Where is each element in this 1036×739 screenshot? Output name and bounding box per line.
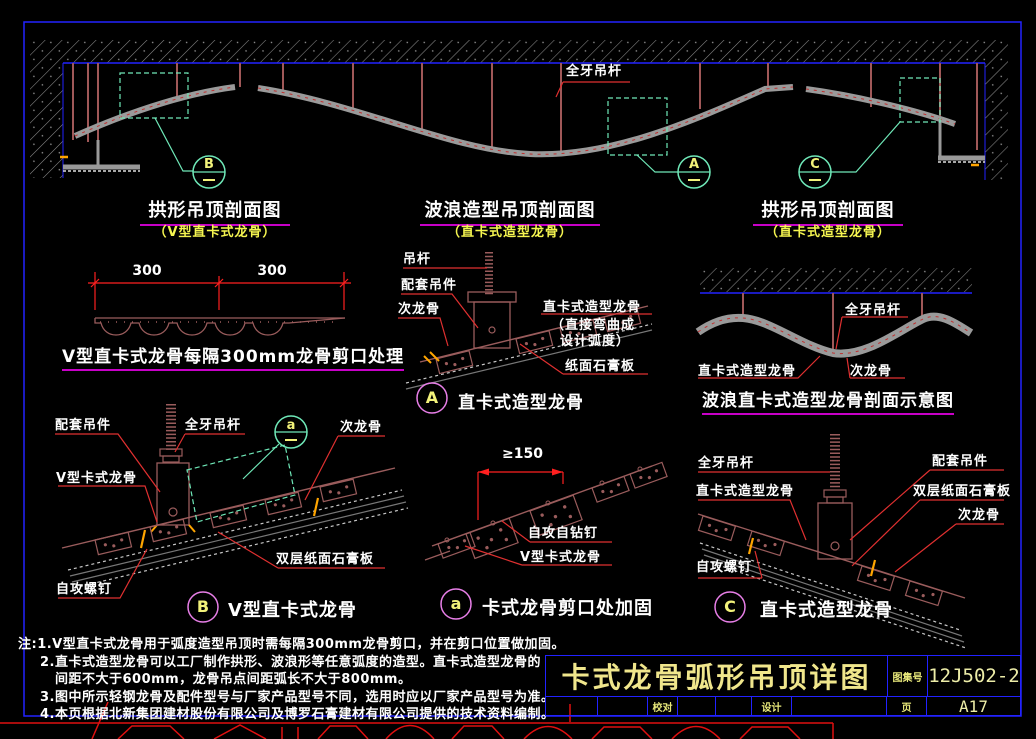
marker-letter-c: C [810, 157, 820, 172]
page-number-value: A17 [959, 697, 988, 716]
wave-keel-label: 直卡式造型龙骨 [698, 364, 797, 379]
dim-300-right: 300 [257, 263, 287, 279]
caption-arch-c: 拱形吊顶剖面图 [753, 196, 903, 226]
detail-a-keel-label-2: （直接弯曲成 [551, 318, 636, 333]
detail-c-keel-label: 直卡式造型龙骨 [696, 484, 795, 499]
detail-a-marker: A [425, 388, 439, 407]
detail-b-board-label: 双层纸面石膏板 [276, 552, 375, 567]
detail-a-small-keel-label: V型卡式龙骨 [520, 550, 602, 565]
caption-arch-v: 拱形吊顶剖面图 [140, 196, 290, 226]
general-notes: 注:1.V型直卡式龙骨用于弧度造型吊顶时需每隔300mm龙骨剪口，并在剪口位置做… [18, 636, 565, 724]
note-line-5: 4.本页根据北新集团建材股份有限公司及博罗石膏建材有限公司提供的技术资料编制。 [40, 707, 555, 722]
detail-b-screw-label: 自攻螺钉 [56, 582, 113, 597]
detail-a-keel-label-3: 设计弧度） [560, 334, 631, 349]
detail-b-keel-label: V型卡式龙骨 [56, 471, 138, 486]
caption-wave: 波浪造型吊顶剖面图 [420, 196, 600, 226]
wave-schematic-drawing [695, 268, 974, 379]
detail-b-submarker: a [286, 418, 296, 433]
caption-wave-sub: （直卡式造型龙骨） [446, 225, 573, 240]
detail-a-small-title: 卡式龙骨剪口处加固 [482, 598, 653, 619]
detail-c-board-label: 双层纸面石膏板 [913, 484, 1012, 499]
detail-b-hanger-label: 全牙吊杆 [185, 418, 242, 433]
edge-profiles [60, 120, 985, 172]
curved-ceiling-band [73, 84, 957, 158]
detail-b-coupler-label: 配套吊件 [55, 418, 112, 433]
atlas-number-label: 图集号 [888, 656, 928, 696]
detail-a-keel-label-1: 直卡式造型龙骨 [543, 300, 642, 315]
notch-detail-title: V型直卡式龙骨每隔300mm龙骨剪口处理 [62, 342, 405, 371]
title-block-empty-5 [792, 697, 887, 716]
wave-detail-title: 波浪直卡式造型龙骨剖面示意图 [702, 386, 954, 415]
detail-b-drawing [55, 404, 409, 623]
detail-c-secondary-label: 次龙骨 [958, 508, 1001, 523]
drawing-title: 卡式龙骨弧形吊顶详图 [546, 656, 888, 696]
title-block-row-2: 校对 设计 页 A17 [546, 697, 1020, 716]
hanger-rods [72, 63, 978, 153]
caption-arch-c-sub: （直卡式造型龙骨） [764, 225, 891, 240]
detail-a-drawing [398, 252, 653, 414]
detail-c-marker: C [724, 597, 736, 616]
detail-a-secondary-label: 次龙骨 [398, 302, 441, 317]
note-line-1: 注:1.V型直卡式龙骨用于弧度造型吊顶时需每隔300mm龙骨剪口，并在剪口位置做… [18, 637, 565, 652]
detail-a-title: 直卡式造型龙骨 [458, 393, 584, 413]
detail-a-coupler-label: 配套吊件 [401, 278, 458, 293]
marker-letter-a: A [688, 157, 700, 172]
sheet-frame [23, 21, 1022, 717]
notch-detail-drawing [88, 272, 351, 336]
wave-hanger-label: 全牙吊杆 [845, 303, 902, 318]
wave-secondary-label: 次龙骨 [850, 364, 893, 379]
detail-c-screw-label: 自攻螺钉 [696, 560, 753, 575]
note-line-3: 间距不大于600mm，龙骨吊点间距弧长不大于800mm。 [55, 672, 412, 687]
design-label: 设计 [752, 697, 792, 716]
marker-letter-b: B [204, 157, 214, 172]
caption-arch-v-sub: （V型直卡式龙骨） [153, 225, 277, 240]
detail-markers [119, 72, 941, 189]
detail-c-coupler-label: 配套吊件 [932, 454, 989, 469]
title-block-row-1: 卡式龙骨弧形吊顶详图 图集号 12J502-2 [546, 656, 1020, 697]
detail-c-drawing [697, 434, 1004, 649]
title-block-empty-1 [546, 697, 598, 716]
detail-c-title: 直卡式造型龙骨 [760, 600, 893, 621]
detail-b-secondary-label: 次龙骨 [340, 420, 383, 435]
detail-b-marker: B [196, 597, 210, 616]
note-line-2: 2.直卡式造型龙骨可以工厂制作拱形、波浪形等任意弧度的造型。直卡式造型龙骨的 [40, 654, 541, 670]
title-block: 卡式龙骨弧形吊顶详图 图集号 12J502-2 校对 设计 页 A17 [545, 655, 1021, 716]
top-section-drawing [30, 40, 1008, 189]
dim-300-left: 300 [132, 263, 162, 279]
atlas-number-value: 12J502-2 [928, 665, 1020, 687]
detail-a-board-label: 纸面石膏板 [565, 359, 636, 374]
detail-a-small-drawing [424, 461, 668, 620]
detail-a-hanger-label: 吊杆 [403, 252, 432, 267]
title-block-empty-2 [598, 697, 648, 716]
watermark-outline [0, 701, 834, 739]
detail-a-small-screw-label: 自攻自钻钉 [528, 526, 599, 541]
top-hanger-rod-label: 全牙吊杆 [566, 64, 623, 79]
title-block-empty-4 [716, 697, 752, 716]
detail-c-hanger-label: 全牙吊杆 [698, 456, 755, 471]
top-hanger-leader [555, 81, 630, 98]
title-block-empty-3 [678, 697, 716, 716]
note-line-4: 3.图中所示轻钢龙骨及配件型号与厂家产品型号不同，选用时应以厂家产品型号为准。 [40, 689, 555, 705]
page-label: 页 [887, 697, 927, 716]
detail-a-small-dim: ≥150 [502, 446, 543, 462]
check-label: 校对 [648, 697, 678, 716]
detail-b-title: V型直卡式龙骨 [228, 600, 357, 621]
detail-a-small-marker: a [450, 594, 462, 613]
